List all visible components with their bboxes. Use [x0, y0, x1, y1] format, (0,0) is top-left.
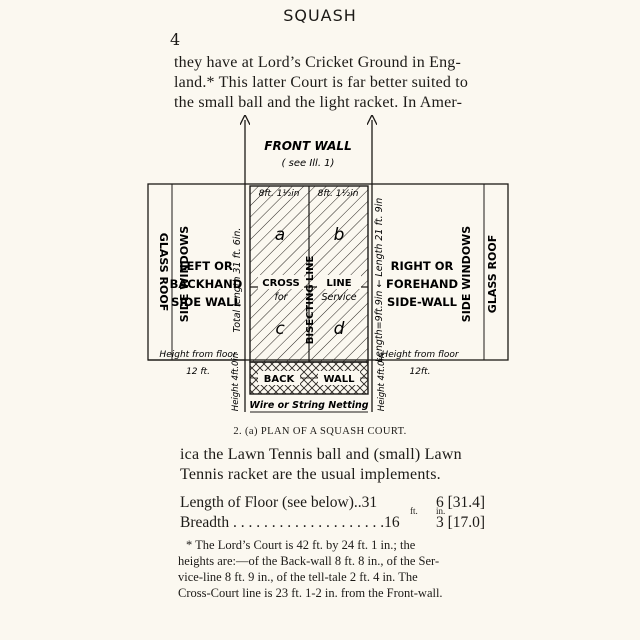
- front-wall-label: FRONT WALL: [264, 139, 351, 153]
- right-glass-roof: GLASS ROOF: [486, 235, 499, 313]
- right-wall-line-3: SIDE-WALL: [387, 295, 458, 309]
- cross-label: CROSS: [262, 278, 300, 289]
- measurement-row-length: Length of Floor (see below)..31 6 [31.4]: [180, 494, 485, 512]
- unit-ft: ft.: [410, 506, 418, 516]
- left-side-windows: SIDE WINDOWS: [178, 226, 191, 323]
- length-inches: 6 [31.4]: [436, 494, 486, 511]
- breadth-label: Breadth . . . . . . . . . . . . . . . . …: [180, 514, 400, 531]
- see-ill-label: ( see Ill. 1): [282, 158, 335, 169]
- body-line-1: they have at Lord’s Cricket Ground in En…: [174, 54, 461, 71]
- right-12-label: 12ft.: [409, 367, 430, 377]
- left-12-label: 12 ft.: [186, 367, 210, 377]
- left-wall-line-3: SIDE WALL: [171, 295, 241, 309]
- measurement-row-breadth: Breadth . . . . . . . . . . . . . . . . …: [180, 514, 485, 532]
- length-label: Length of Floor (see below)..31: [180, 494, 378, 511]
- right-wall-line-1: RIGHT OR: [391, 259, 454, 273]
- back-label: BACK: [264, 374, 296, 385]
- squash-court-plan: FRONT WALL ( see Ill. 1) GLASS ROOF SIDE…: [147, 112, 509, 413]
- left-wall-line-2: BACKHAND: [170, 277, 243, 291]
- cell-b: b: [334, 225, 345, 245]
- left-glass-roof: GLASS ROOF: [157, 233, 170, 311]
- length-right-label: Length=9ft.9in ← Length 21 ft. 9in: [374, 198, 385, 363]
- footnote-line-3: vice-line 8 ft. 9 in., of the tell-tale …: [178, 570, 418, 584]
- footnote-line-4: Cross-Court line is 23 ft. 1-2 in. from …: [178, 586, 443, 600]
- right-side-windows: SIDE WINDOWS: [460, 226, 473, 323]
- running-title: SQUASH: [283, 6, 357, 25]
- cell-d: d: [334, 319, 345, 339]
- breadth-inches: 3 [17.0]: [436, 514, 486, 531]
- service-label: Service: [321, 292, 356, 303]
- body-line-2: land.* This latter Court is far better s…: [174, 74, 469, 91]
- left-wall-line-1: LEFT OR: [179, 259, 233, 273]
- line-label: LINE: [326, 278, 351, 289]
- for-label: for: [274, 292, 288, 303]
- after-line-1: ica the Lawn Tennis ball and (small) Law…: [180, 446, 462, 463]
- footnote-line-1: * The Lord’s Court is 42 ft. by 24 ft. 1…: [186, 538, 416, 552]
- total-length-label: Total length 31 ft. 6in.: [232, 228, 243, 333]
- after-line-2: Tennis racket are the usual implements.: [180, 466, 441, 483]
- unit-in: in.: [436, 506, 446, 516]
- figure-caption: 2. (a) PLAN OF A SQUASH COURT.: [233, 426, 407, 437]
- wire-netting-label: Wire or String Netting: [249, 400, 368, 411]
- wall-label: WALL: [323, 374, 355, 385]
- height-left-label: Height from floor: [159, 350, 237, 360]
- cell-a: a: [275, 225, 285, 245]
- height-back-left: Height 4ft.0in: [231, 353, 241, 411]
- top-right-measure: 8ft. 1½in: [318, 189, 359, 199]
- footnote-line-2: heights are:—of the Back-wall 8 ft. 8 in…: [178, 554, 440, 568]
- top-left-measure: 8ft. 1½in: [259, 189, 300, 199]
- height-right-label: Height from floor: [381, 350, 459, 360]
- page-number: 4: [170, 30, 181, 49]
- bisecting-line-label: BISECTING LINE: [305, 256, 316, 345]
- height-back-right: Height 4ft.0in: [377, 353, 387, 411]
- body-line-3: the small ball and the light racket. In …: [174, 94, 463, 111]
- right-wall-line-2: FOREHAND: [386, 277, 458, 291]
- cell-c: c: [275, 319, 285, 339]
